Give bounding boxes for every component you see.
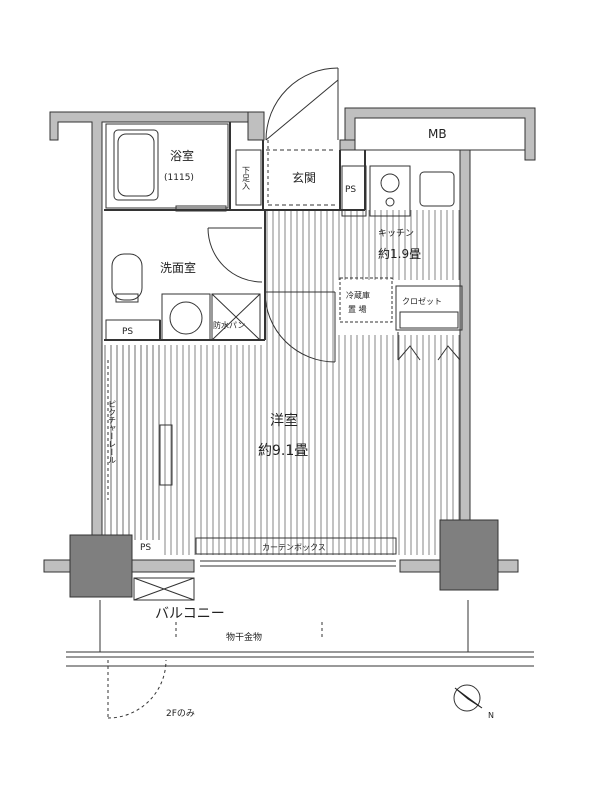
room-fixture <box>159 424 173 486</box>
curtain-box-label: カーテンボックス <box>262 543 326 552</box>
north-compass-icon: N <box>453 684 494 720</box>
mb-label: MB <box>428 127 447 141</box>
ps-wash-label: PS <box>122 327 133 337</box>
kitchen-label: キッチン <box>378 228 414 239</box>
washroom-door <box>207 227 263 283</box>
drying-hardware-label: 物干金物 <box>226 631 262 643</box>
closet-doors <box>397 332 461 361</box>
curtain-box-line <box>195 537 397 555</box>
balcony-area <box>66 577 534 667</box>
ps-kitchen-label: PS <box>345 185 356 195</box>
bath-unit <box>105 123 229 212</box>
entrance-label: 玄関 <box>292 170 316 185</box>
western-room-area-label: 約9.1畳 <box>258 443 308 459</box>
fridge-label-2: 置 場 <box>348 304 367 314</box>
kitchen-area-label: 約1.9畳 <box>378 246 421 261</box>
washroom-fixtures <box>105 253 261 341</box>
ps-balcony-label: PS <box>140 543 151 553</box>
flooring <box>104 210 462 555</box>
kitchen-fixtures <box>339 165 463 331</box>
balcony-label: バルコニー <box>155 606 225 622</box>
floor-cutouts <box>104 280 462 560</box>
western-room-label: 洋室 <box>270 412 298 429</box>
entrance-door <box>265 67 339 141</box>
washroom-label: 洗面室 <box>160 260 196 275</box>
picture-rail-label: ピクチャーレール <box>108 400 117 464</box>
mb-box <box>354 117 526 151</box>
bath-label: 浴室 <box>170 148 194 163</box>
shoe-box-label: 下足入 <box>242 166 251 190</box>
fridge-label-1: 冷蔵庫 <box>346 290 370 300</box>
balcony-window <box>200 560 396 567</box>
structural-columns <box>69 519 499 598</box>
room-door <box>264 291 336 363</box>
bath-size-label: (1115) <box>164 173 194 183</box>
compass-label: N <box>488 711 494 720</box>
closet-label: クロゼット <box>402 296 442 306</box>
second-floor-door <box>107 659 167 719</box>
entrance-area <box>235 140 338 206</box>
waterproof-pan-label: 防水パン <box>213 320 245 330</box>
second-floor-only-label: 2Fのみ <box>166 708 195 719</box>
